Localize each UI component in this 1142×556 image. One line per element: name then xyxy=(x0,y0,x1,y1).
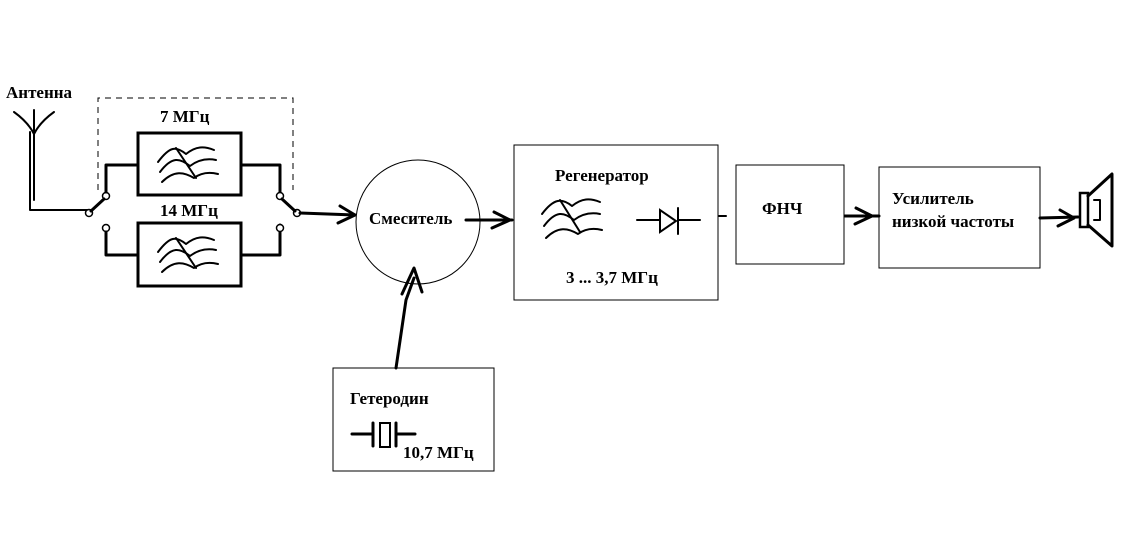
switch-gang-outline xyxy=(97,97,294,190)
band-switch-icon xyxy=(275,191,302,233)
bandpass-filter-icon xyxy=(541,198,603,239)
crystal-resonator-icon xyxy=(350,421,417,448)
bandpass-filter-icon xyxy=(157,146,219,183)
filter-bottom-freq: 14 МГц xyxy=(160,201,218,220)
loudspeaker-icon xyxy=(1078,172,1114,248)
arrow-from-oscillator xyxy=(394,276,416,370)
lpf-block xyxy=(735,164,845,265)
oscillator-freq: 10,7 МГц xyxy=(403,443,474,462)
oscillator-block xyxy=(332,367,495,472)
regenerator-range: 3 ... 3,7 МГц xyxy=(566,268,658,287)
diode-icon xyxy=(636,207,701,235)
filter-top-freq: 7 МГц xyxy=(160,107,210,126)
arrow-to-mixer xyxy=(298,211,357,217)
amplifier-label-line2: низкой частоты xyxy=(892,212,1014,231)
bandpass-filter-icon xyxy=(157,236,219,273)
lpf-label: ФНЧ xyxy=(762,199,803,218)
filter-14mhz xyxy=(136,221,243,288)
antenna-label: Антенна xyxy=(6,83,73,102)
filter-7mhz xyxy=(136,131,243,197)
amplifier-label-line1: Усилитель xyxy=(892,189,974,208)
regenerator-block xyxy=(513,144,719,301)
oscillator-label: Гетеродин xyxy=(350,389,429,408)
antenna-icon xyxy=(13,109,89,211)
band-switch-icon xyxy=(84,191,111,233)
regenerator-label: Регенератор xyxy=(555,166,649,185)
mixer-label: Смеситель xyxy=(369,209,452,228)
